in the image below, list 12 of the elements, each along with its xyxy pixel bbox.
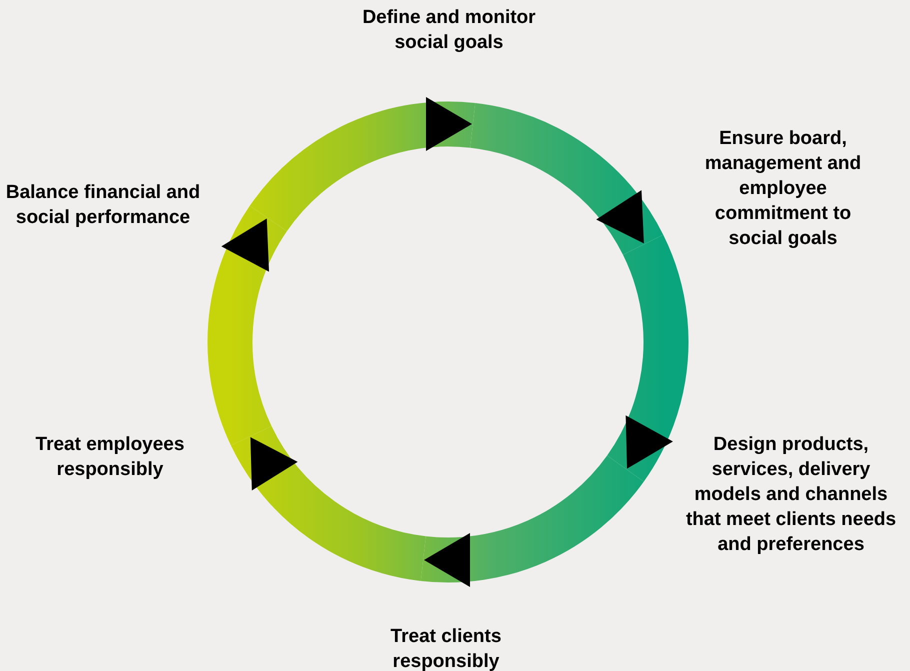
step-label: Define and monitor social goals (344, 5, 554, 55)
cycle-arrow (232, 424, 428, 581)
step-label: Treat clients responsibly (356, 624, 536, 671)
cycle-arrow (468, 103, 663, 256)
cycle-arrow (606, 236, 688, 481)
step-label: Balance financial and social performance (5, 180, 201, 230)
cycle-arrow (422, 454, 643, 587)
step-label: Design products, services, delivery models and channels that meet clients needs and preferences (681, 432, 901, 557)
cycle-arrow (208, 206, 288, 444)
cycle-arrow (250, 97, 474, 232)
step-label: Ensure board, management and employee commitment to social goals (698, 126, 868, 251)
step-label: Treat employees responsibly (10, 432, 210, 482)
